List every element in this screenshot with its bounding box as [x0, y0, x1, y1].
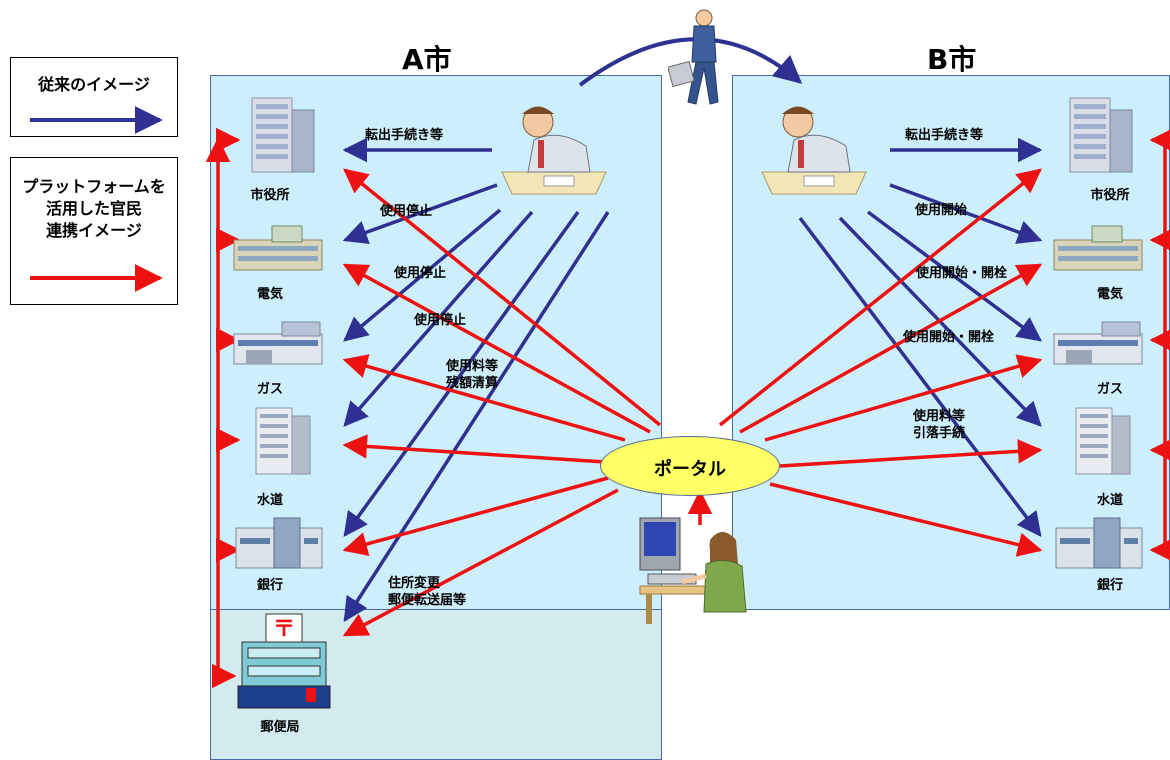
- a-blue-bank: [343, 210, 580, 537]
- b-water-icon: [1075, 407, 1131, 475]
- a-label-stop-3: 使用停止: [414, 313, 467, 328]
- red-b-bank: [769, 482, 1043, 557]
- red-b-gas: [764, 354, 1043, 442]
- a-facility-label-water: 水道: [256, 493, 284, 508]
- a-label-fees: 使用料等 残額清算: [446, 359, 499, 391]
- a-label-stop-1: 使用停止: [380, 204, 433, 219]
- b-blue-electric: [889, 183, 1043, 244]
- computer-user-icon: [639, 517, 747, 624]
- red-a-post: [342, 488, 619, 637]
- portal-ellipse: [600, 436, 780, 496]
- a-label-transfer: 転出手続き等: [365, 128, 444, 143]
- b-facility-label-gas: ガス: [1096, 382, 1124, 397]
- b-label-start-open-2: 使用開始・開栓: [903, 330, 995, 345]
- a-facility-label-city-hall: 市役所: [250, 188, 290, 203]
- legend-traditional: 従来のイメージ: [10, 57, 178, 137]
- a-gas-icon: [233, 321, 323, 365]
- b-facility-label-electric: 電気: [1096, 287, 1124, 302]
- a-label-address: 住所変更 郵便転送届等: [388, 576, 467, 608]
- b-blue-gas: [866, 210, 1042, 342]
- b-resident-icon: [761, 106, 867, 195]
- a-blue-electric: [342, 183, 498, 245]
- red-a-electric: [342, 263, 651, 434]
- red-a-city-hall: [343, 168, 662, 427]
- b-blue-bank: [798, 216, 1042, 537]
- a-blue-gas: [343, 208, 502, 342]
- b-label-start-open-1: 使用開始・開栓: [916, 266, 1008, 281]
- moving-businessman-icon: [668, 9, 719, 105]
- svg-text:〒: 〒: [273, 617, 295, 642]
- a-facility-label-post-office: 郵便局: [260, 720, 300, 735]
- a-blue-water: [343, 210, 534, 427]
- red-b-water: [779, 439, 1043, 468]
- b-electric-icon: [1053, 225, 1143, 271]
- post-office-icon: 〒: [237, 613, 331, 709]
- b-city-hall-icon: [1069, 97, 1133, 173]
- a-facility-label-gas: ガス: [256, 382, 284, 397]
- red-b-electric: [739, 263, 1043, 434]
- city-b-title: B市: [927, 43, 977, 76]
- b-facility-label-bank: 銀行: [1096, 578, 1124, 593]
- a-facility-label-electric: 電気: [256, 287, 284, 302]
- b-gas-icon: [1053, 321, 1143, 365]
- b-facility-label-water: 水道: [1096, 493, 1124, 508]
- red-b-city-hall: [718, 168, 1042, 427]
- a-water-icon: [255, 407, 311, 475]
- red-a-water: [342, 434, 606, 464]
- a-label-stop-2: 使用停止: [394, 266, 447, 281]
- red-a-bank: [342, 476, 609, 556]
- a-electric-icon: [233, 225, 323, 271]
- b-label-fees: 使用料等 引落手続: [913, 409, 966, 441]
- red-a-gas: [342, 354, 626, 442]
- b-label-start: 使用開始: [915, 203, 968, 218]
- legend-platform-label: プラットフォームを 活用した官民 連携イメージ: [22, 177, 166, 240]
- portal-label: ポータル: [654, 459, 726, 480]
- a-resident-icon: [501, 106, 607, 195]
- b-label-transfer: 転出手続き等: [905, 128, 984, 143]
- b-bank-icon: [1055, 517, 1143, 569]
- legend-traditional-label: 従来のイメージ: [38, 75, 150, 94]
- city-a-title: A市: [402, 43, 452, 76]
- a-blue-post: [343, 211, 610, 623]
- a-bank-icon: [235, 517, 323, 569]
- a-city-hall-icon: [251, 97, 315, 173]
- b-facility-label-city-hall: 市役所: [1090, 188, 1130, 203]
- a-facility-label-bank: 銀行: [256, 578, 284, 593]
